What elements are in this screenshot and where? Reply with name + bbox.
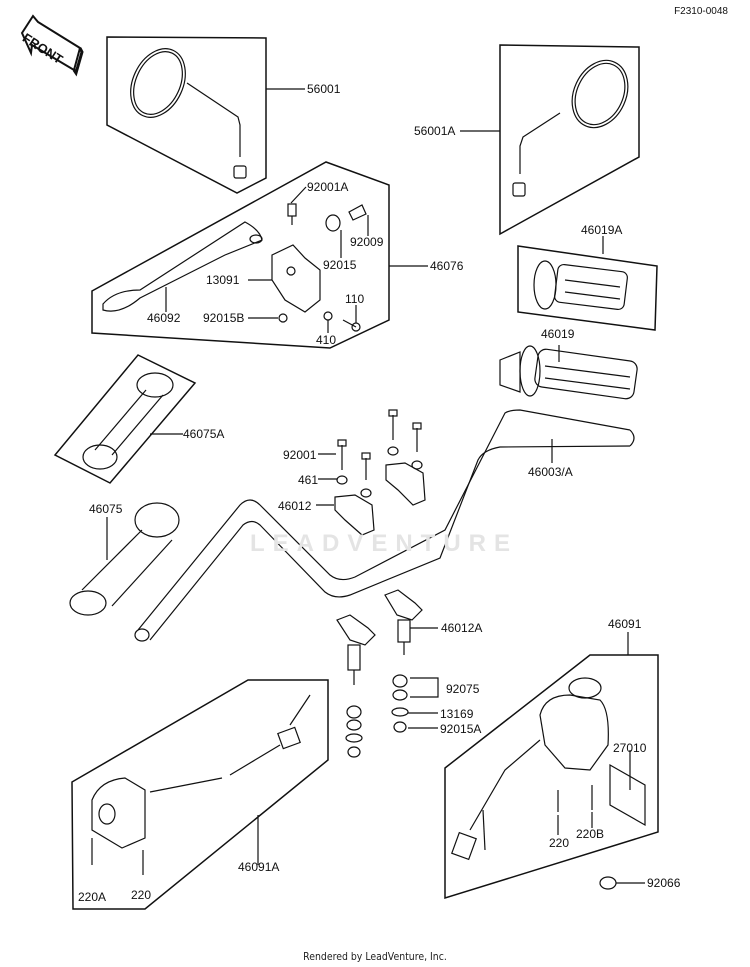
watermark: LEADVENTURE — [250, 530, 519, 557]
callout-56001A[interactable]: 56001A — [414, 124, 456, 138]
clamp-group — [334, 409, 426, 536]
callout-220-left[interactable]: 220 — [131, 888, 152, 902]
front-arrow-icon — [20, 14, 84, 77]
callout-46076[interactable]: 46076 — [430, 259, 464, 273]
plug-shape — [599, 876, 617, 890]
figure-code: F2310-0048 — [674, 6, 728, 17]
callout-461[interactable]: 461 — [298, 473, 319, 487]
lever-assembly-group — [91, 161, 390, 349]
callout-92009[interactable]: 92009 — [350, 235, 384, 249]
callout-92075[interactable]: 92075 — [446, 682, 480, 696]
callout-410[interactable]: 410 — [316, 333, 337, 347]
callout-13169[interactable]: 13169 — [440, 707, 474, 721]
right-switch-housing-group — [444, 654, 659, 900]
callout-92066[interactable]: 92066 — [647, 876, 681, 890]
callout-92001[interactable]: 92001 — [283, 448, 317, 462]
callout-46075[interactable]: 46075 — [89, 502, 123, 516]
callout-220B[interactable]: 220B — [576, 827, 605, 841]
callout-46012A[interactable]: 46012A — [441, 621, 483, 635]
footer-credit: Rendered by LeadVenture, Inc. — [303, 950, 447, 963]
mirror-right-group — [499, 44, 640, 236]
left-grip-group — [69, 502, 180, 616]
callout-46092[interactable]: 46092 — [147, 311, 181, 325]
callout-92015A[interactable]: 92015A — [440, 722, 482, 736]
callout-46091[interactable]: 46091 — [608, 617, 642, 631]
callout-46019[interactable]: 46019 — [541, 327, 575, 341]
throttle-grip-assembly-group — [517, 245, 658, 331]
left-grip-assembly-group — [53, 354, 197, 484]
callout-92001A[interactable]: 92001A — [307, 180, 349, 194]
callout-13091[interactable]: 13091 — [206, 273, 240, 287]
callout-46091A[interactable]: 46091A — [238, 860, 280, 874]
handlebar-holder-group — [336, 589, 423, 758]
callout-92015[interactable]: 92015 — [323, 258, 357, 272]
callout-220-right[interactable]: 220 — [549, 836, 570, 850]
callout-46003A[interactable]: 46003/A — [528, 465, 573, 479]
callout-46075A[interactable]: 46075A — [183, 427, 225, 441]
callout-46012[interactable]: 46012 — [278, 499, 312, 513]
mirror-left-group — [106, 36, 267, 194]
left-switch-housing-group — [71, 679, 329, 910]
callout-220A[interactable]: 220A — [78, 890, 107, 904]
throttle-grip-group — [499, 345, 638, 400]
callout-56001[interactable]: 56001 — [307, 82, 341, 96]
callout-110[interactable]: 110 — [345, 292, 365, 306]
callout-92015B[interactable]: 92015B — [203, 311, 245, 325]
handlebar-group — [134, 409, 635, 642]
callout-27010[interactable]: 27010 — [613, 741, 647, 755]
callout-46019A[interactable]: 46019A — [581, 223, 623, 237]
